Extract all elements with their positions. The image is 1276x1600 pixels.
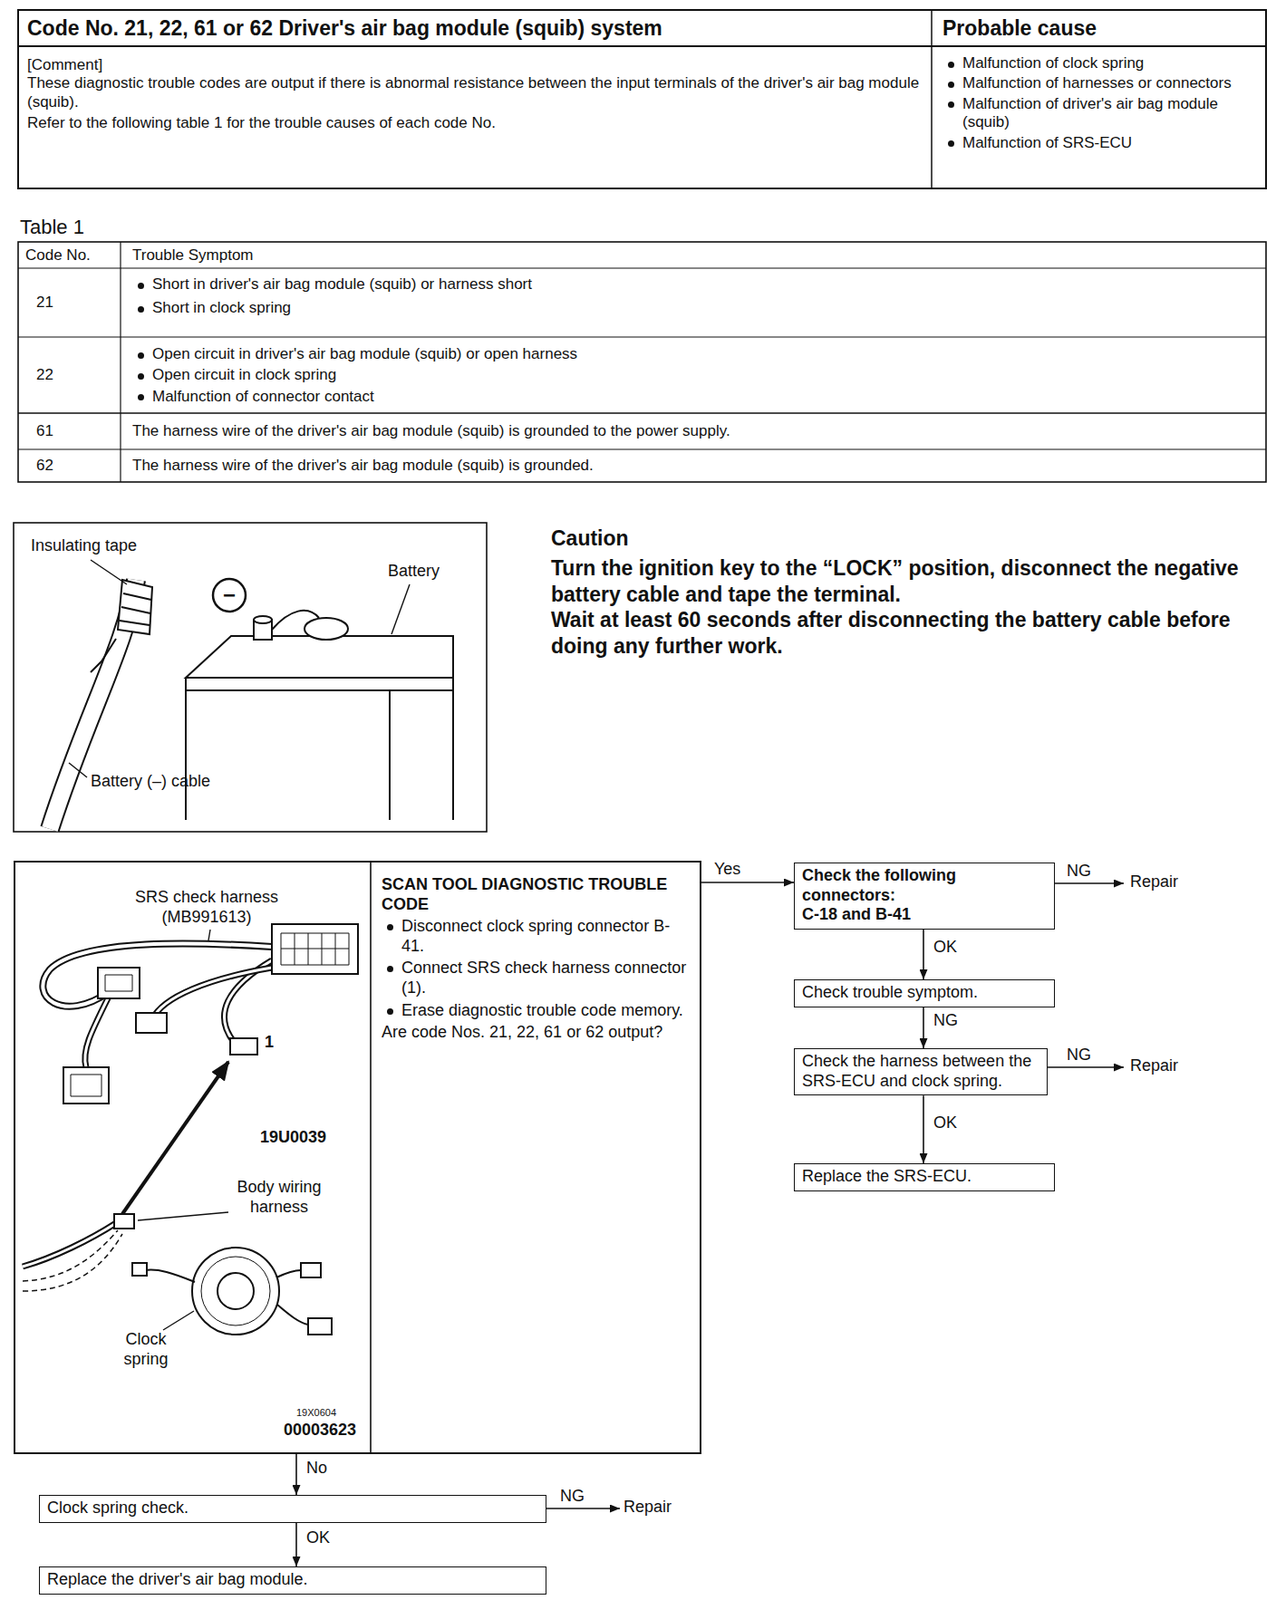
- table-cell: 61: [36, 422, 91, 441]
- flow-arrow: [922, 1095, 925, 1164]
- table-cell: The harness wire of the driver's air bag…: [132, 456, 1257, 475]
- caution-text: Wait at least 60 seconds after disconnec…: [551, 607, 1267, 660]
- table-cell: Short in driver's air bag module (squib)…: [132, 275, 1257, 294]
- part-label: Clock spring: [114, 1330, 178, 1370]
- table-cell: 21: [36, 293, 91, 312]
- table-cell: 22: [36, 366, 91, 385]
- node-text: Replace the SRS-ECU.: [802, 1167, 1047, 1188]
- flow-arrow: [922, 1007, 925, 1049]
- flow-arrow: [922, 929, 925, 980]
- flow-end-label: Repair: [1130, 1056, 1179, 1077]
- comment-text: These diagnostic trouble codes are outpu…: [27, 74, 925, 112]
- flow-label: NG: [1066, 1045, 1092, 1066]
- table-cell: 62: [36, 456, 91, 475]
- node-text: Disconnect clock spring connector B-41.: [381, 917, 689, 957]
- scan-tool-step: SCAN TOOL DIAGNOSTIC TROUBLE CODEDisconn…: [13, 860, 702, 1455]
- edge-label: NG: [931, 1011, 960, 1032]
- cause-item: Malfunction of harnesses or connectors: [942, 74, 1260, 93]
- part-label: Battery (–) cable: [90, 772, 211, 793]
- callout-number: 1: [264, 1033, 274, 1054]
- node-text: Clock spring check.: [47, 1498, 539, 1519]
- node-text: SCAN TOOL DIAGNOSTIC TROUBLE CODE: [381, 875, 689, 915]
- battery-figure: [13, 522, 487, 832]
- terminal-symbol: −: [220, 584, 239, 607]
- part-label: Battery: [387, 561, 440, 582]
- flow-label: NG: [1066, 861, 1092, 882]
- node-text: Are code Nos. 21, 22, 61 or 62 output?: [381, 1023, 689, 1044]
- table-header: Probable cause: [942, 16, 1260, 42]
- table-cell: Malfunction of connector contact: [132, 387, 1257, 406]
- table-cell: Trouble Symptom: [132, 246, 254, 265]
- process-box: Check the following connectors:C-18 and …: [793, 862, 1055, 930]
- edge-label: OK: [931, 1113, 959, 1134]
- comment-text: Refer to the following table 1 for the t…: [27, 114, 925, 133]
- caution-text: Turn the ignition key to the “LOCK” posi…: [551, 555, 1267, 609]
- node-text: Check the harness between the SRS-ECU an…: [802, 1052, 1040, 1092]
- node-text: Check trouble symptom.: [802, 983, 1047, 1004]
- table-cell: Code No.: [25, 246, 116, 265]
- process-box: Replace the driver's air bag module.: [38, 1566, 547, 1595]
- process-box: Check the harness between the SRS-ECU an…: [793, 1048, 1048, 1096]
- edge-label: No: [304, 1459, 329, 1479]
- comment-text: [Comment]: [27, 56, 925, 75]
- repair-arrow: [546, 1508, 620, 1510]
- part-label: SRS check harness (MB991613): [120, 888, 293, 928]
- flow-end-label: Repair: [623, 1498, 672, 1518]
- process-box: Replace the SRS-ECU.: [793, 1163, 1055, 1192]
- table-cell: Short in clock spring: [132, 299, 1257, 318]
- table-cell: Open circuit in clock spring: [132, 366, 1257, 385]
- table-header: Code No. 21, 22, 61 or 62 Driver's air b…: [27, 16, 925, 42]
- cause-item: Malfunction of driver's air bag module (…: [942, 95, 1260, 133]
- flow-arrow: [701, 881, 794, 884]
- edge-label: OK: [931, 937, 959, 958]
- table-cell: The harness wire of the driver's air bag…: [132, 422, 1257, 441]
- part-label: Body wiring harness: [224, 1178, 334, 1218]
- flow-label: NG: [560, 1487, 585, 1508]
- edge-label: Yes: [712, 860, 743, 880]
- flow-arrow: [295, 1454, 298, 1496]
- node-text: Erase diagnostic trouble code memory.: [381, 1001, 689, 1022]
- node-text: Replace the driver's air bag module.: [47, 1570, 539, 1591]
- process-box: Check trouble symptom.: [793, 979, 1055, 1008]
- table-grid: [18, 9, 1267, 483]
- edge-label: OK: [304, 1528, 332, 1549]
- cause-item: Malfunction of clock spring: [942, 54, 1260, 73]
- part-label: Insulating tape: [30, 536, 137, 557]
- figure-code: 19X0604: [296, 1407, 337, 1420]
- figure-code: 19U0039: [260, 1128, 327, 1149]
- repair-arrow: [1047, 1066, 1124, 1069]
- flow-end-label: Repair: [1130, 872, 1179, 893]
- flow-arrow: [295, 1523, 298, 1567]
- harness-figure: [22, 860, 371, 1455]
- cause-item: Malfunction of SRS-ECU: [942, 134, 1260, 153]
- table-title: Table 1: [19, 215, 85, 240]
- repair-arrow: [1054, 882, 1124, 885]
- process-box: Clock spring check.: [38, 1495, 547, 1524]
- figure-code: 00003623: [283, 1421, 357, 1441]
- node-text: C-18 and B-41: [802, 905, 1047, 926]
- node-text: Check the following connectors:: [802, 866, 1047, 906]
- caution-title: Caution: [551, 525, 629, 552]
- node-text: Connect SRS check harness connector (1).: [381, 958, 689, 998]
- table-cell: Open circuit in driver's air bag module …: [132, 345, 1257, 364]
